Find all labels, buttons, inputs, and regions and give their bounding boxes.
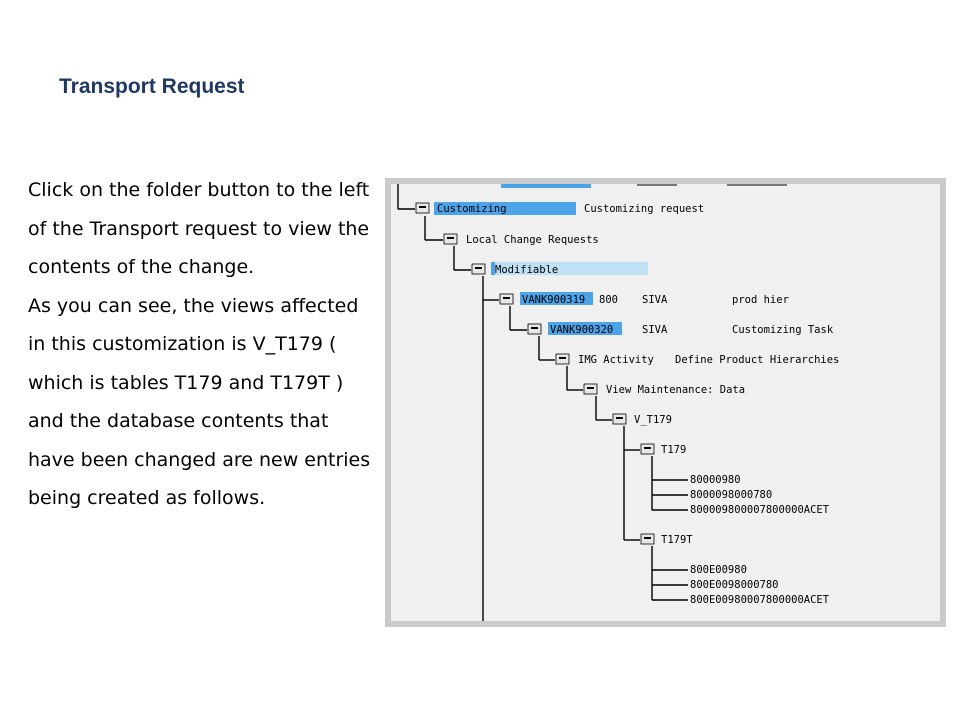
node-desc: Customizing request xyxy=(584,203,704,215)
node-label: V_T179 xyxy=(634,414,672,426)
t179t-entry: 800E0098000780 xyxy=(690,579,779,591)
tree-node-modifiable[interactable]: Modifiable xyxy=(471,262,648,276)
tree-area: Customizing Customizing request Local Ch… xyxy=(391,184,940,621)
node-label: Local Change Requests xyxy=(466,234,599,246)
request-client: 800 xyxy=(599,294,618,306)
node-label: Modifiable xyxy=(495,264,558,276)
paragraph-1: Click on the folder button to the left o… xyxy=(28,179,370,278)
tree-node-view[interactable]: V_T179 xyxy=(612,413,672,426)
paragraph-2: As you can see, the views affected in th… xyxy=(28,294,371,510)
tree-node-img-activity[interactable]: IMG Activity Define Product Hierarchies xyxy=(555,353,839,366)
t179-entry: 800009800007800000ACET xyxy=(690,504,830,516)
request-id: VANK900319 xyxy=(522,294,585,306)
partial-row-highlight xyxy=(501,184,591,188)
tree-svg: Customizing Customizing request Local Ch… xyxy=(397,184,839,621)
node-label: Customizing xyxy=(437,203,507,215)
partial-row-text-2 xyxy=(727,184,787,186)
tree-node-t179t[interactable]: T179T xyxy=(640,533,693,546)
request-user: SIVA xyxy=(642,294,668,306)
partial-row-text xyxy=(637,184,677,186)
page-title: Transport Request xyxy=(59,75,245,98)
tree-node-customizing[interactable]: Customizing Customizing request xyxy=(415,202,704,215)
t179-entry: 8000098000780 xyxy=(690,489,772,501)
node-label: IMG Activity xyxy=(578,354,654,366)
tree-node-view-maintenance[interactable]: View Maintenance: Data xyxy=(583,383,745,396)
request-desc: prod hier xyxy=(732,294,789,306)
node-label: T179 xyxy=(661,444,686,456)
tree-node-task[interactable]: VANK900320 SIVA Customizing Task xyxy=(527,322,834,336)
node-desc: Define Product Hierarchies xyxy=(675,354,839,366)
tree-node-request[interactable]: VANK900319 800 SIVA prod hier xyxy=(499,292,789,306)
node-label: View Maintenance: Data xyxy=(606,384,745,396)
instruction-text: Click on the folder button to the left o… xyxy=(28,171,378,518)
task-id: VANK900320 xyxy=(550,324,613,336)
task-desc: Customizing Task xyxy=(732,324,834,336)
task-user: SIVA xyxy=(642,324,668,336)
t179t-entry: 800E00980007800000ACET xyxy=(690,594,830,606)
transport-tree-screenshot: Customizing Customizing request Local Ch… xyxy=(385,178,946,627)
node-label: T179T xyxy=(661,534,693,546)
tree-node-local-change-requests[interactable]: Local Change Requests xyxy=(443,233,599,246)
t179t-entry: 800E00980 xyxy=(690,564,747,576)
tree-node-t179[interactable]: T179 xyxy=(640,443,686,456)
t179-entry: 80000980 xyxy=(690,474,741,486)
